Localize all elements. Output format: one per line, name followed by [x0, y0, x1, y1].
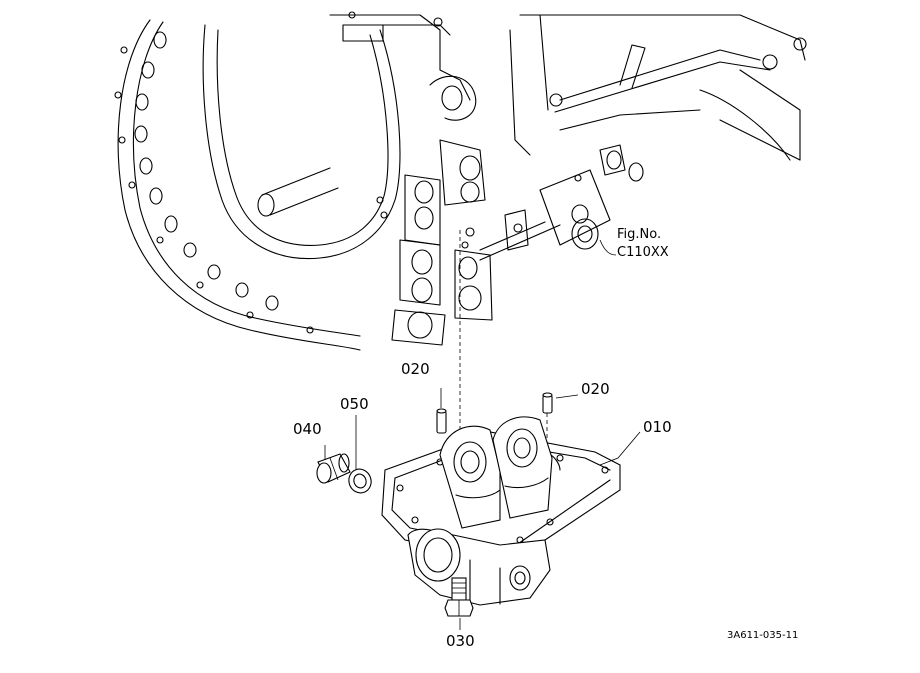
leader-lines [324, 388, 641, 630]
callout-020-right: 020 [581, 380, 610, 398]
drawing-code: 3A611-035-11 [727, 630, 799, 641]
plug-040 [316, 453, 351, 484]
bolt-030 [444, 577, 474, 617]
housing-hub [479, 144, 644, 261]
dowel-pin-020-right [542, 392, 553, 450]
callout-040: 040 [293, 420, 322, 438]
bracket-010 [381, 416, 621, 606]
callout-010: 010 [643, 418, 672, 436]
figure-ref-line2: C110XX [617, 245, 669, 260]
dowel-pin-020-left [436, 408, 447, 434]
o-ring-050 [348, 468, 372, 494]
callout-050: 050 [340, 395, 369, 413]
figure-ref-line1: Fig.No. [617, 227, 662, 242]
callout-030: 030 [446, 632, 475, 650]
housing-bosses [376, 139, 493, 346]
callout-020-left: 020 [401, 360, 430, 378]
flange-bolt-holes [114, 31, 314, 334]
